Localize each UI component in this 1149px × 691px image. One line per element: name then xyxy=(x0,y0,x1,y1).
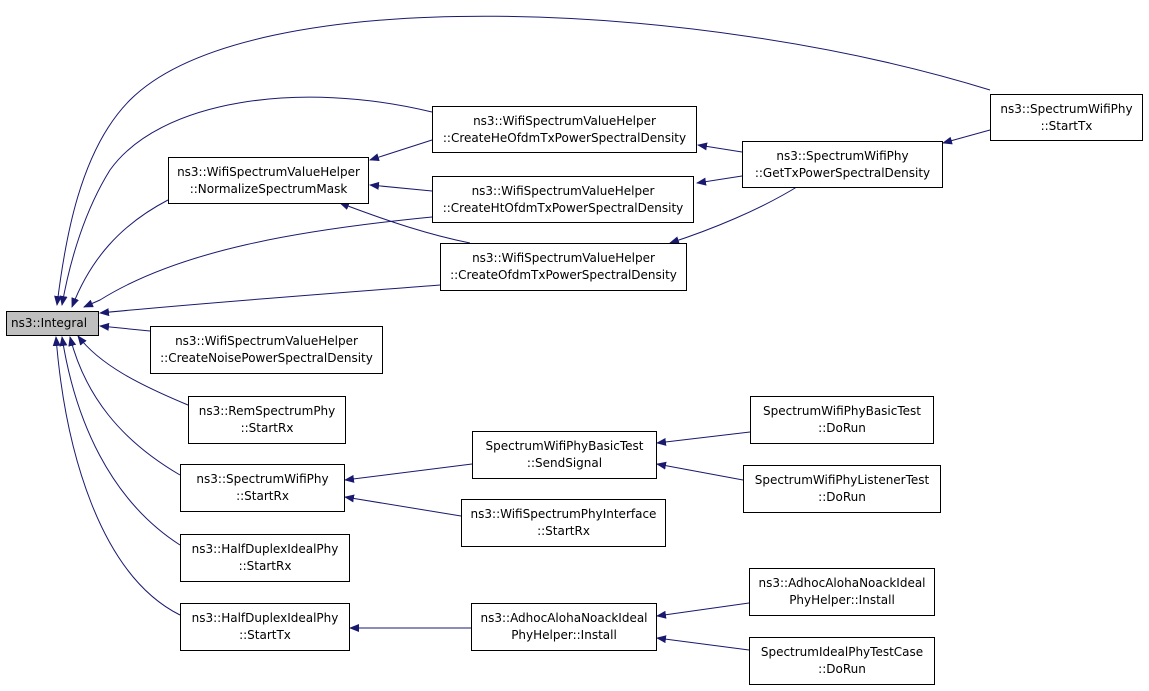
node-spectrum-wifi-phy-startrx[interactable]: ns3::SpectrumWifiPhy ::StartRx xyxy=(180,464,345,512)
node-label-line1: ns3::SpectrumWifiPhy xyxy=(1000,101,1133,116)
edge-hd-starttx-to-integral xyxy=(52,336,181,616)
node-label-line1: ns3::SpectrumWifiPhy xyxy=(196,472,329,486)
edge-aloha-install2-to-aloha-install xyxy=(656,602,750,619)
node-half-duplex-startrx[interactable]: ns3::HalfDuplexIdealPhy ::StartRx xyxy=(180,534,350,582)
node-aloha-install-caller[interactable]: ns3::AdhocAlohaNoackIdeal PhyHelper::Ins… xyxy=(749,568,935,616)
edge-rem-startrx-to-integral xyxy=(77,335,189,406)
edge-listener-dorun-to-send-signal xyxy=(656,461,744,481)
edge-iface-startrx-to-spectrum-startrx xyxy=(344,494,462,517)
node-aloha-install[interactable]: ns3::AdhocAlohaNoackIdeal PhyHelper::Ins… xyxy=(471,603,657,651)
edge-get-tx-psd-to-create-ofdm xyxy=(669,184,801,245)
node-half-duplex-starttx[interactable]: ns3::HalfDuplexIdealPhy ::StartTx xyxy=(180,603,350,651)
node-get-tx-power-spectral-density[interactable]: ns3::SpectrumWifiPhy ::GetTxPowerSpectra… xyxy=(742,141,943,188)
node-label-line1: ns3::AdhocAlohaNoackIdeal xyxy=(480,611,648,625)
node-label-line1: ns3::WifiSpectrumValueHelper xyxy=(175,334,358,348)
node-label-line2: ::CreateHeOfdmTxPowerSpectralDensity xyxy=(442,130,687,145)
edge-create-ht-to-integral xyxy=(83,216,433,308)
node-wifi-spectrum-phy-interface-startrx[interactable]: ns3::WifiSpectrumPhyInterface ::StartRx xyxy=(461,499,666,547)
node-label-line2: PhyHelper::Install xyxy=(511,628,617,642)
node-label-line2: ::StartRx xyxy=(537,524,590,538)
edge-create-ht-to-normalize xyxy=(369,181,433,192)
node-label-line2: ::GetTxPowerSpectralDensity xyxy=(754,165,931,180)
node-integral[interactable]: ns3::Integral xyxy=(6,311,99,336)
edge-create-he-to-normalize xyxy=(369,139,433,162)
node-label-line2: ::StartTx xyxy=(1040,118,1093,133)
node-spectrum-wifi-phy-starttx[interactable]: ns3::SpectrumWifiPhy ::StartTx xyxy=(990,94,1143,141)
node-label-line1: ns3::SpectrumWifiPhy xyxy=(776,148,909,163)
edge-create-noise-to-integral xyxy=(99,322,151,332)
node-label-line1: SpectrumIdealPhyTestCase xyxy=(760,645,924,659)
node-label-line2: ::StartRx xyxy=(240,421,294,435)
node-label-line2: ::DoRun xyxy=(818,490,866,504)
node-integral-label: ns3::Integral xyxy=(11,316,88,330)
node-create-he-ofdm-tx-psd[interactable]: ns3::WifiSpectrumValueHelper ::CreateHeO… xyxy=(432,106,697,153)
node-label-line1: ns3::WifiSpectrumValueHelper xyxy=(473,113,656,128)
edge-starttx-to-integral xyxy=(54,15,991,306)
node-label-line2: PhyHelper::Install xyxy=(789,593,895,607)
edge-send-signal-to-spectrum-startrx xyxy=(344,463,473,483)
node-label-line2: ::NormalizeSpectrumMask xyxy=(189,181,348,196)
node-label-line2: ::StartRx xyxy=(238,559,292,573)
node-label-line1: SpectrumWifiPhyBasicTest xyxy=(763,404,921,418)
edge-create-ofdm-to-normalize xyxy=(339,202,471,244)
node-label-line1: ns3::AdhocAlohaNoackIdeal xyxy=(758,576,926,590)
node-label-line1: ns3::WifiSpectrumValueHelper xyxy=(471,183,655,198)
edge-spectrum-startrx-to-integral xyxy=(68,336,181,476)
node-label-line2: ::DoRun xyxy=(818,662,866,676)
node-ideal-phy-testcase-dorun[interactable]: SpectrumIdealPhyTestCase ::DoRun xyxy=(749,637,935,685)
node-label-line2: ::DoRun xyxy=(818,421,866,435)
node-rem-spectrum-phy-startrx[interactable]: ns3::RemSpectrumPhy ::StartRx xyxy=(188,396,346,444)
node-send-signal[interactable]: SpectrumWifiPhyBasicTest ::SendSignal xyxy=(472,431,657,479)
node-label-line1: SpectrumWifiPhyBasicTest xyxy=(485,439,644,453)
node-create-ofdm-tx-psd[interactable]: ns3::WifiSpectrumValueHelper ::CreateOfd… xyxy=(440,243,687,291)
node-label-line1: SpectrumWifiPhyListenerTest xyxy=(754,473,930,487)
node-label-line1: ns3::HalfDuplexIdealPhy xyxy=(191,611,339,625)
edge-starttx-to-get-tx-psd xyxy=(942,129,991,145)
node-basic-test-dorun[interactable]: SpectrumWifiPhyBasicTest ::DoRun xyxy=(750,396,934,444)
node-label-line1: ns3::WifiSpectrumValueHelper xyxy=(472,251,655,265)
edge-normalize-to-integral xyxy=(71,199,169,308)
node-label-line2: ::StartRx xyxy=(236,489,289,503)
node-label-line2: ::StartTx xyxy=(239,628,291,642)
edge-get-tx-psd-to-create-ht xyxy=(696,175,743,186)
node-label-line1: ns3::WifiSpectrumPhyInterface xyxy=(470,507,657,521)
edge-ideal-dorun-to-aloha-install xyxy=(656,635,750,651)
edge-basic-dorun-to-send-signal xyxy=(656,431,751,446)
edge-hd-startrx-to-integral xyxy=(59,336,181,546)
node-listener-test-dorun[interactable]: SpectrumWifiPhyListenerTest ::DoRun xyxy=(743,465,941,513)
edge-create-he-to-integral xyxy=(59,96,433,306)
node-label-line2: ::CreateNoisePowerSpectralDensity xyxy=(160,351,373,365)
edge-get-tx-psd-to-create-he xyxy=(697,142,743,153)
node-label-line2: ::SendSignal xyxy=(526,456,603,470)
node-label-line2: ::CreateOfdmTxPowerSpectralDensity xyxy=(450,268,677,282)
node-label-line2: ::CreateHtOfdmTxPowerSpectralDensity xyxy=(442,200,684,215)
node-create-ht-ofdm-tx-psd[interactable]: ns3::WifiSpectrumValueHelper ::CreateHtO… xyxy=(432,176,694,223)
node-normalize-spectrum-mask[interactable]: ns3::WifiSpectrumValueHelper ::Normalize… xyxy=(168,157,369,204)
edge-create-ofdm-to-integral xyxy=(99,284,441,317)
node-label-line1: ns3::RemSpectrumPhy xyxy=(198,404,336,418)
node-create-noise-psd[interactable]: ns3::WifiSpectrumValueHelper ::CreateNoi… xyxy=(150,326,383,374)
node-label-line1: ns3::WifiSpectrumValueHelper xyxy=(177,164,360,179)
node-label-line1: ns3::HalfDuplexIdealPhy xyxy=(191,542,339,556)
